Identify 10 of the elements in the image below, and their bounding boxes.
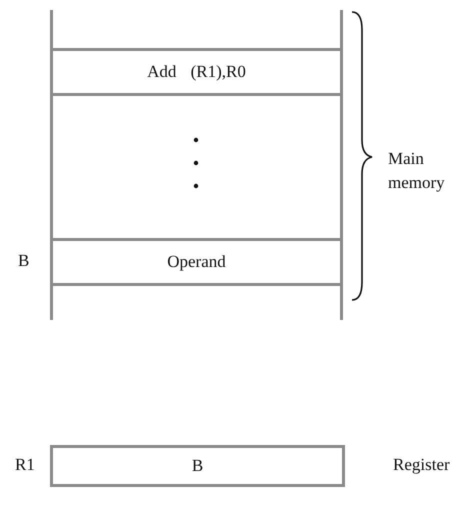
register-value: B — [192, 456, 204, 476]
memory-cell — [53, 238, 340, 286]
address-label: R1 — [15, 455, 35, 475]
memory-cell — [53, 48, 340, 96]
cell-content: Operand — [167, 252, 226, 272]
memory-label: Main memory — [388, 148, 446, 194]
address-label: B — [18, 251, 30, 271]
register-label: Register — [393, 455, 450, 475]
register-box — [50, 445, 345, 487]
cell-content: Add (R1),R0 — [147, 62, 246, 82]
